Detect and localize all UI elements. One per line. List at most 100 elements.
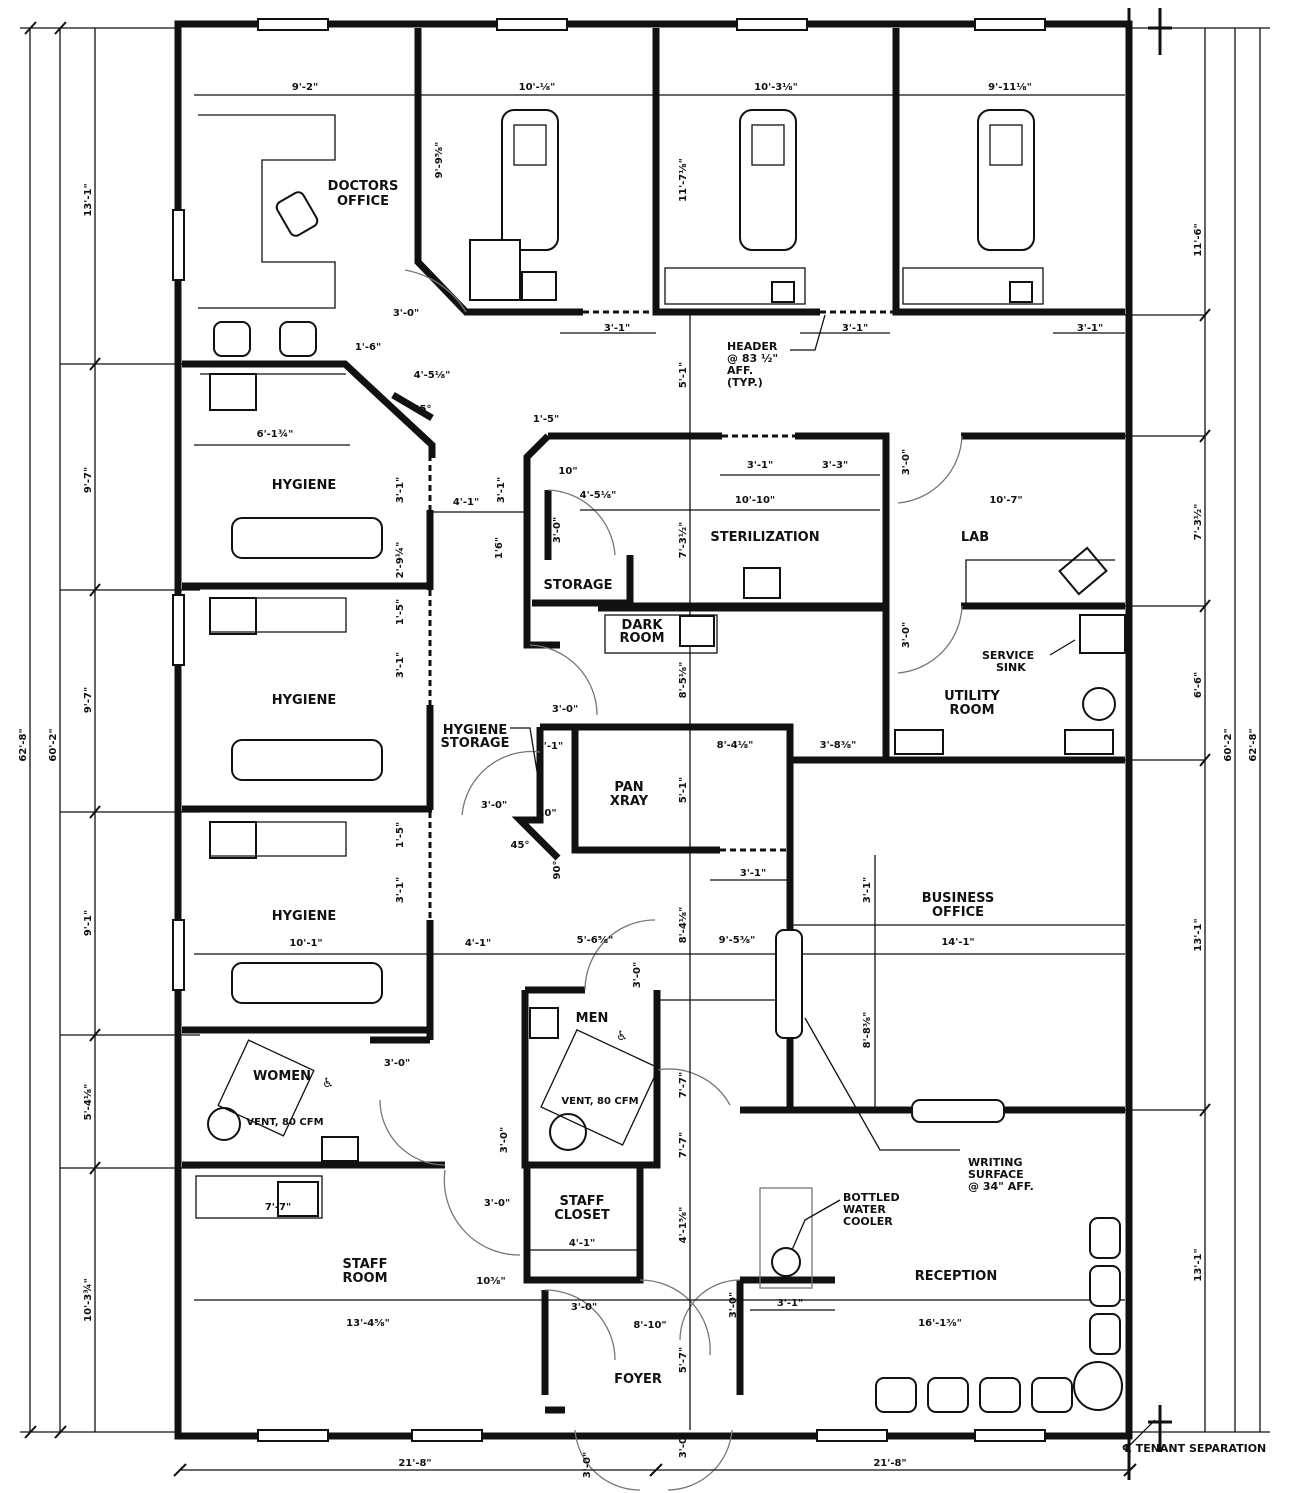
room-label-storage: STORAGE: [544, 578, 613, 593]
waiting-chair-icon: [1089, 1217, 1121, 1259]
svg-text:9'-1": 9'-1": [83, 910, 94, 936]
room-label-foyer: FOYER: [614, 1372, 662, 1387]
exterior-walls: [174, 8, 1133, 1480]
svg-text:60'-2": 60'-2": [48, 728, 59, 761]
svg-text:3'-0": 3'-0": [552, 704, 578, 715]
svg-text:7'-7": 7'-7": [678, 1072, 689, 1098]
svg-text:1'-5": 1'-5": [395, 599, 406, 625]
svg-text:4'-1": 4'-1": [453, 497, 479, 508]
door-swings: [379, 269, 963, 1491]
dental-chair-icon: [501, 109, 559, 251]
toilet-icon: [549, 1113, 587, 1151]
svg-text:1'-6": 1'-6": [355, 342, 381, 353]
svg-text:3'-1": 3'-1": [604, 323, 630, 334]
waiting-chair-icon: [1031, 1377, 1073, 1413]
room-label-men: MEN: [576, 1011, 609, 1026]
svg-text:5'-6⅝": 5'-6⅝": [577, 935, 614, 946]
svg-text:9'-7": 9'-7": [83, 687, 94, 713]
note-tenant-separation: ℄ TENANT SEPARATION: [1122, 1442, 1266, 1455]
monitor-icon: [743, 567, 781, 599]
svg-text:3'-1": 3'-1": [496, 477, 507, 503]
svg-text:3'-1": 3'-1": [740, 868, 766, 879]
svg-text:3'-1": 3'-1": [747, 460, 773, 471]
svg-text:5'-1": 5'-1": [678, 777, 689, 803]
svg-text:7'-7": 7'-7": [678, 1132, 689, 1158]
washer-icon: [894, 729, 944, 755]
svg-text:9'-2": 9'-2": [292, 82, 318, 93]
svg-text:3'-0": 3'-0": [678, 1432, 689, 1458]
svg-text:10'-3¾": 10'-3¾": [83, 1278, 94, 1322]
writing-surface: [911, 1099, 1005, 1123]
svg-text:11'-6": 11'-6": [1193, 223, 1204, 256]
svg-text:3'-0": 3'-0": [393, 308, 419, 319]
room-label-hygiene: HYGIENE: [272, 909, 336, 924]
svg-text:8'-5⅛": 8'-5⅛": [678, 662, 689, 699]
dental-chair-icon: [231, 962, 383, 1004]
sink-icon: [277, 1181, 319, 1217]
dental-chair-icon: [977, 109, 1035, 251]
sink-icon: [321, 1136, 359, 1162]
room-label-hygiene: HYGIENE: [272, 693, 336, 708]
svg-text:3'-0": 3'-0": [632, 962, 643, 988]
writing-surface: [775, 929, 803, 1039]
svg-text:10'-⅛": 10'-⅛": [519, 82, 556, 93]
svg-text:3'-1": 3'-1": [777, 1298, 803, 1309]
svg-text:10'-3⅛": 10'-3⅛": [754, 82, 798, 93]
water-cooler-icon: [771, 1247, 801, 1277]
dental-chair-icon: [739, 109, 797, 251]
svg-text:10": 10": [537, 808, 556, 819]
dimension-labels: 62'-8" 60'-2" 62'-8" 60'-2" 21'-8" 21'-8…: [18, 82, 1259, 1478]
svg-text:4'-1⅝": 4'-1⅝": [678, 1207, 689, 1244]
waiting-chair-icon: [979, 1377, 1021, 1413]
svg-text:7'-3½": 7'-3½": [1193, 504, 1204, 541]
svg-text:5'-7": 5'-7": [678, 1347, 689, 1373]
svg-text:9'-5⅜": 9'-5⅜": [719, 935, 756, 946]
svg-text:8'-8⅜": 8'-8⅜": [862, 1012, 873, 1049]
note-vent-men: VENT, 80 CFM: [561, 1096, 638, 1107]
svg-text:3'-0": 3'-0": [481, 800, 507, 811]
svg-text:62'-8": 62'-8": [1248, 728, 1259, 761]
svg-text:10⅜": 10⅜": [476, 1276, 505, 1287]
accessibility-icons: ♿ ♿: [322, 1029, 628, 1091]
windows: [172, 18, 1046, 1442]
svg-text:3'-0": 3'-0": [571, 1302, 597, 1313]
equipment-icon: [1058, 546, 1108, 596]
svg-text:1'-5": 1'-5": [395, 822, 406, 848]
svg-text:3'-0": 3'-0": [384, 1058, 410, 1069]
svg-text:3'-1": 3'-1": [395, 477, 406, 503]
svg-text:13'-1": 13'-1": [1193, 918, 1204, 951]
svg-text:9'-7": 9'-7": [83, 467, 94, 493]
svg-text:9'-9⅝": 9'-9⅝": [434, 142, 445, 179]
dental-chair-icon: [231, 517, 383, 559]
svg-text:5'-1": 5'-1": [678, 362, 689, 388]
note-header: HEADER@ 83 ½"AFF.(TYP.): [727, 340, 778, 389]
svg-text:3'-0": 3'-0": [552, 517, 563, 543]
svg-text:4'-1": 4'-1": [465, 938, 491, 949]
svg-text:62'-8": 62'-8": [18, 728, 29, 761]
fixtures: [195, 8, 1172, 1452]
room-label-sterilization: STERILIZATION: [710, 530, 819, 545]
svg-text:3'-0": 3'-0": [728, 1292, 739, 1318]
note-vent-women: VENT, 80 CFM: [246, 1117, 323, 1128]
dimension-ticks: [24, 21, 1211, 1477]
accessible-icon: ♿: [322, 1076, 334, 1091]
svg-text:10'-7": 10'-7": [989, 495, 1022, 506]
svg-text:21'-8": 21'-8": [873, 1458, 906, 1469]
dimension-lines: [20, 27, 1270, 1471]
room-label-hygiene: HYGIENE: [272, 478, 336, 493]
svg-text:10'-10": 10'-10": [735, 495, 775, 506]
svg-text:8'-10": 8'-10": [633, 1320, 666, 1331]
svg-text:10'-1": 10'-1": [289, 938, 322, 949]
room-label-reception: RECEPTION: [915, 1269, 997, 1284]
svg-text:21'-8": 21'-8": [398, 1458, 431, 1469]
svg-text:45°: 45°: [413, 404, 432, 415]
water-heater-icon: [1082, 687, 1116, 721]
svg-text:10": 10": [558, 466, 577, 477]
room-label-lab: LAB: [961, 530, 989, 545]
room-label-women: WOMEN: [253, 1069, 311, 1084]
